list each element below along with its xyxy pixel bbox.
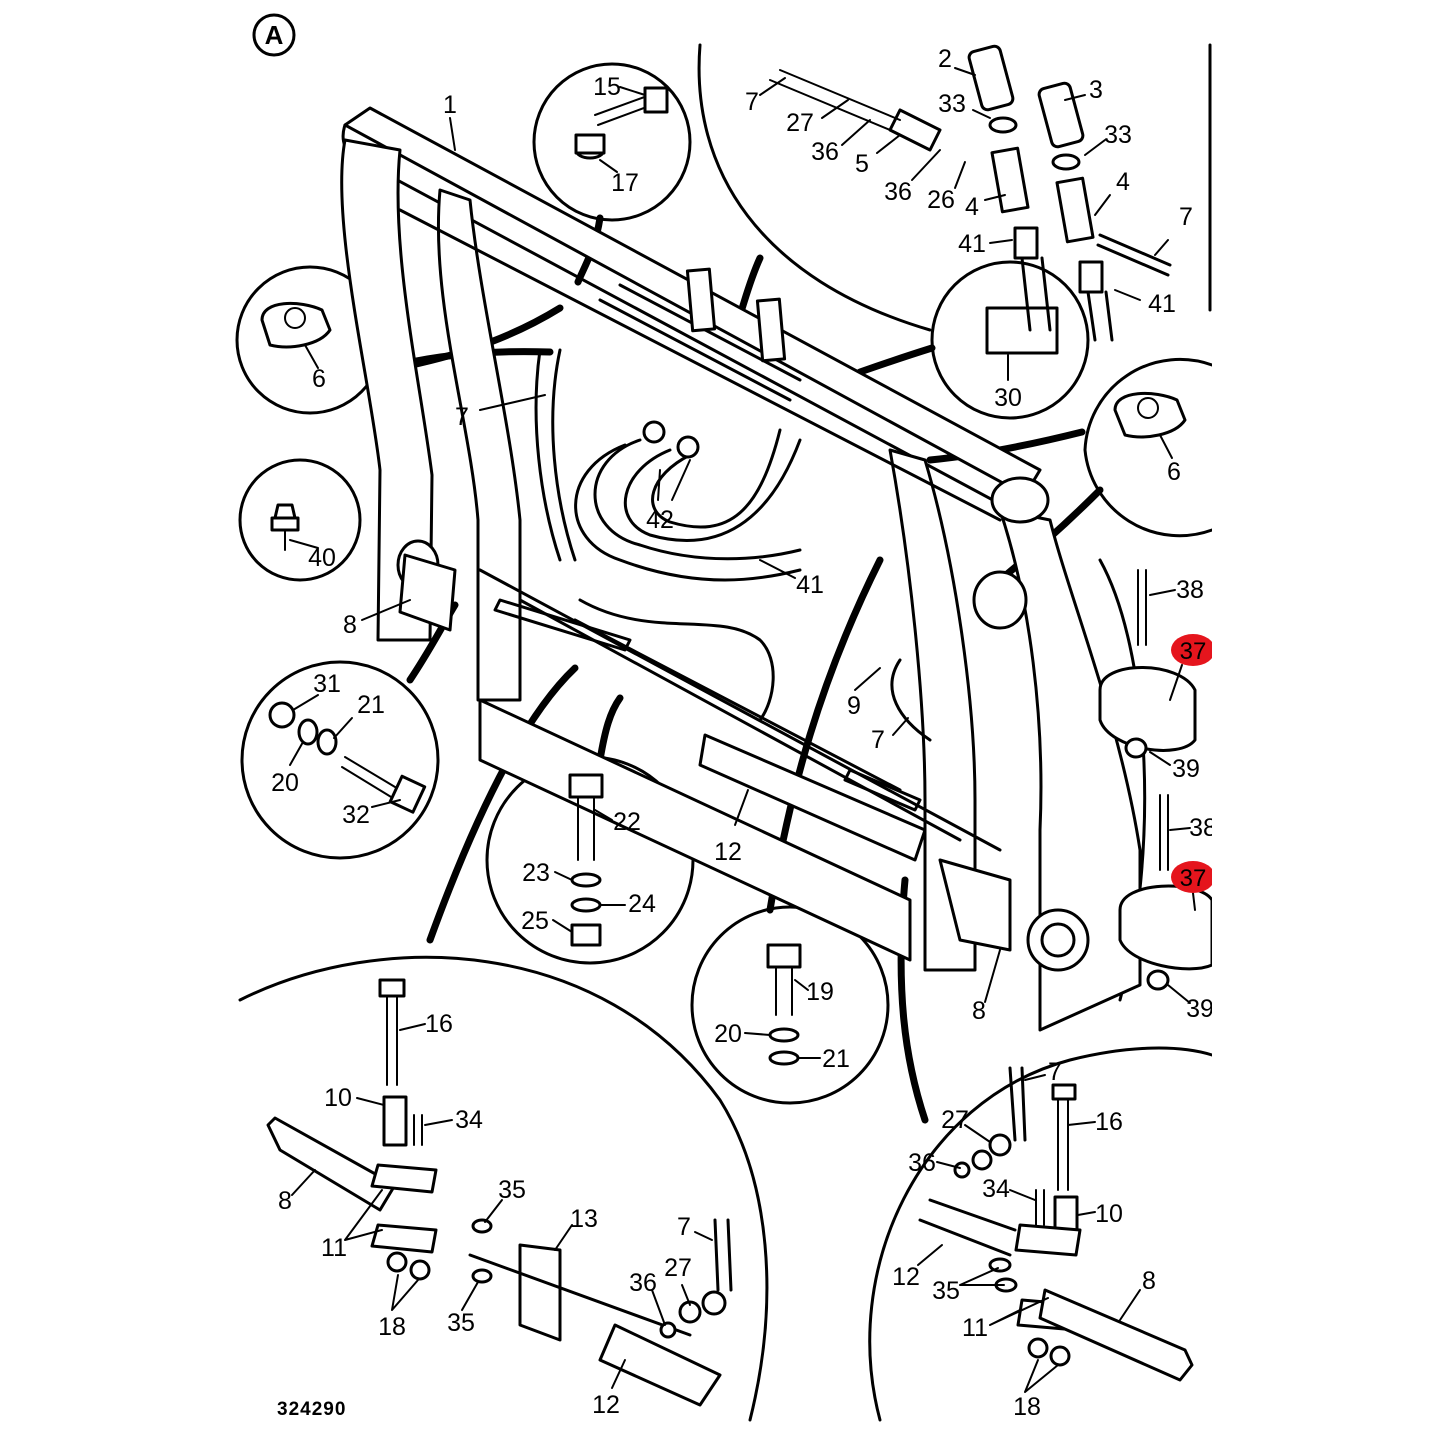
- callout-label-c42: 42: [646, 506, 674, 534]
- callout-label-c12a: 12: [714, 838, 742, 866]
- callout-label-c20a: 20: [271, 769, 299, 797]
- callout-label-c16b: 16: [1095, 1108, 1123, 1136]
- quick-hitch-frame: [340, 106, 1142, 1032]
- callout-label-c12b: 12: [592, 1391, 620, 1419]
- callout-label-c34b: 34: [982, 1175, 1010, 1203]
- callout-label-c36d: 36: [908, 1149, 936, 1177]
- callout-label-c17: 17: [611, 169, 639, 197]
- highlight-37-lower: [1171, 861, 1215, 893]
- callout-label-c41c: 41: [796, 571, 824, 599]
- callout-label-c27b: 27: [664, 1254, 692, 1282]
- callout-label-c27a: 27: [786, 109, 814, 137]
- view-letter: A: [265, 20, 284, 50]
- callout-label-c7a: 7: [745, 88, 759, 116]
- callout-label-c10b: 10: [1095, 1200, 1123, 1228]
- callout-label-c40: 40: [308, 544, 336, 572]
- callout-label-c36b: 36: [884, 178, 912, 206]
- callout-label-c34a: 34: [455, 1106, 483, 1134]
- callout-label-c35c: 35: [932, 1277, 960, 1305]
- callout-label-c8a: 8: [343, 611, 357, 639]
- callout-label-c8b: 8: [972, 997, 986, 1025]
- callout-label-c37b: 37: [1180, 865, 1207, 892]
- label-leaders: [289, 67, 1196, 1393]
- callout-label-c35a: 35: [498, 1176, 526, 1204]
- callout-label-c41b: 41: [1148, 290, 1176, 318]
- detail-circle-15-17: [532, 62, 692, 222]
- callout-label-c7b: 7: [1179, 203, 1193, 231]
- highlight-markers: [1171, 634, 1215, 893]
- detail-arc-hydraulic-left: [697, 43, 932, 332]
- detail-circle-bottom-right: [868, 1046, 1214, 1422]
- callout-label-c24: 24: [628, 890, 656, 918]
- callout-label-c4b: 4: [1116, 168, 1130, 196]
- callout-label-c36a: 36: [811, 138, 839, 166]
- callout-label-c26: 26: [927, 186, 955, 214]
- callout-label-c37a: 37: [1180, 638, 1207, 665]
- detail-circle-31-32: [240, 660, 440, 860]
- callout-label-c10a: 10: [324, 1084, 352, 1112]
- callout-label-c2: 2: [938, 45, 952, 73]
- detail-part-sketches: [260, 44, 1214, 1407]
- detail-circle-bottom-left: [238, 955, 769, 1422]
- callout-label-c13: 13: [570, 1205, 598, 1233]
- callout-label-c1: 1: [443, 91, 457, 119]
- detail-circle-30: [930, 260, 1090, 420]
- callout-label-c21b: 21: [822, 1045, 850, 1073]
- detail-arc-6-right: [1083, 357, 1214, 538]
- view-letter-badge: A: [252, 13, 296, 57]
- callout-label-c11a: 11: [321, 1234, 347, 1262]
- detail-circle-40: [238, 458, 362, 582]
- callout-label-c8c: 8: [278, 1187, 292, 1215]
- callout-label-c32: 32: [342, 801, 370, 829]
- callout-label-c36c: 36: [629, 1269, 657, 1297]
- drawing-number: 324290: [277, 1399, 346, 1420]
- callout-label-c12c: 12: [892, 1263, 920, 1291]
- callout-label-c7e: 7: [677, 1213, 691, 1241]
- callout-label-c7f: 7: [1048, 1058, 1062, 1086]
- callout-label-c6b: 6: [1167, 458, 1181, 486]
- callout-label-c3: 3: [1089, 76, 1103, 104]
- callout-label-c33a: 33: [938, 90, 966, 118]
- callout-label-c33b: 33: [1104, 121, 1132, 149]
- callout-label-c31: 31: [313, 670, 341, 698]
- callout-label-c9: 9: [847, 692, 861, 720]
- callout-label-c11b: 11: [962, 1314, 988, 1342]
- callout-label-c21a: 21: [357, 691, 385, 719]
- callout-label-c22: 22: [613, 808, 641, 836]
- callout-label-c7d: 7: [871, 726, 885, 754]
- callout-label-c39a: 39: [1172, 755, 1200, 783]
- callout-label-c8d: 8: [1142, 1267, 1156, 1295]
- highlight-37-upper: [1171, 634, 1215, 666]
- callout-label-c4a: 4: [965, 193, 979, 221]
- callout-label-c18b: 18: [1013, 1393, 1041, 1421]
- callout-label-c35b: 35: [447, 1309, 475, 1337]
- callout-label-c16a: 16: [425, 1010, 453, 1038]
- callout-label-c15: 15: [593, 73, 621, 101]
- callout-label-c39b: 39: [1186, 995, 1214, 1023]
- callout-label-c25: 25: [521, 907, 549, 935]
- callout-label-c23: 23: [522, 859, 550, 887]
- callout-label-c20b: 20: [714, 1020, 742, 1048]
- detail-circle-19-21: [690, 905, 890, 1105]
- callout-label-c18a: 18: [378, 1313, 406, 1341]
- callout-label-c30: 30: [994, 384, 1022, 412]
- callout-label-c41a: 41: [958, 230, 986, 258]
- callout-label-c38a: 38: [1176, 576, 1204, 604]
- callout-label-c19: 19: [806, 978, 834, 1006]
- callout-label-c5: 5: [855, 150, 869, 178]
- callout-label-c7c: 7: [455, 403, 469, 431]
- callout-label-c6a: 6: [312, 365, 326, 393]
- callout-label-c27c: 27: [941, 1106, 969, 1134]
